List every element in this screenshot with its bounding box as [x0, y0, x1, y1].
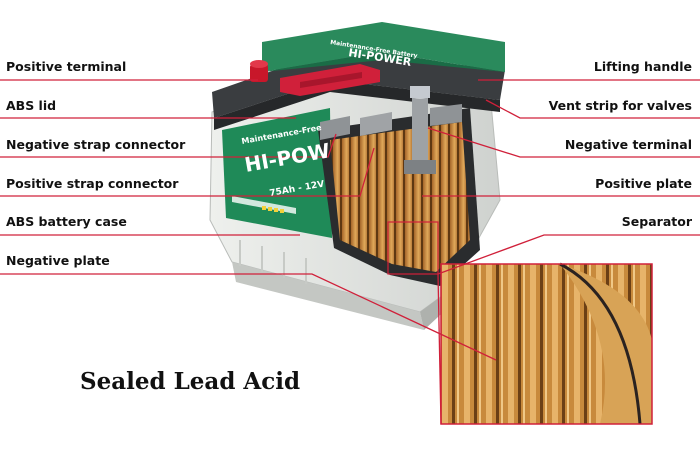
leader-negative-plate	[0, 273, 497, 361]
label-abs-lid: ABS lid	[6, 98, 57, 113]
label-negative-plate: Negative plate	[6, 253, 110, 268]
leader-positive-strap	[0, 147, 375, 197]
label-negative-strap-connector: Negative strap connector	[6, 137, 186, 152]
label-abs-battery-case: ABS battery case	[6, 214, 127, 229]
label-lifting-handle: Lifting handle	[593, 59, 692, 74]
cutaway-interior	[318, 86, 480, 286]
diagram-caption: Sealed Lead Acid	[80, 368, 301, 395]
leader-vent-strip	[485, 99, 700, 119]
leader-zoom-link	[437, 273, 442, 425]
label-negative-terminal: Negative terminal	[564, 137, 692, 152]
positive-terminal-shape	[250, 60, 268, 82]
leader-separator	[437, 234, 700, 275]
leader-negative-strap	[0, 133, 337, 158]
leader-negative-terminal	[427, 127, 700, 158]
label-separator: Separator	[621, 214, 692, 229]
leader-lines	[0, 79, 700, 425]
label-positive-plate: Positive plate	[595, 176, 692, 191]
label-positive-terminal: Positive terminal	[6, 59, 127, 74]
label-vent-strip: Vent strip for valves	[548, 98, 692, 113]
label-positive-strap-connector: Positive strap connector	[6, 176, 179, 191]
separator-zoom-inset	[440, 262, 653, 425]
front-label-shape	[222, 108, 332, 238]
